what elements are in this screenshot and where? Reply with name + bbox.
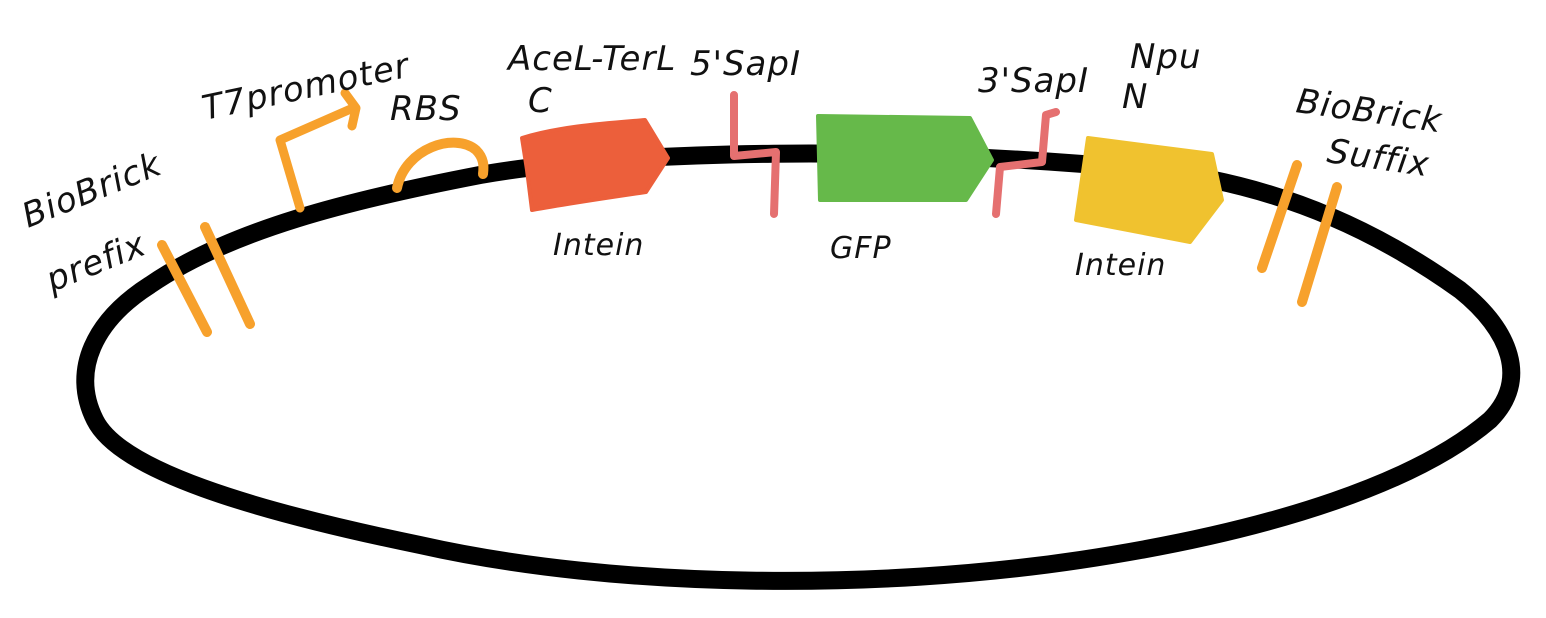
suffix-mark-2 xyxy=(1297,182,1342,307)
npu-label-line1: Npu xyxy=(1130,37,1202,77)
prefix-mark-2 xyxy=(200,222,255,329)
arc-icon xyxy=(392,137,489,193)
plasmid-backbone xyxy=(76,144,1521,590)
prefix-mark-1 xyxy=(157,240,212,337)
acel-terl-label-line1: AceL-TerL xyxy=(506,39,676,79)
t7-promoter-label: T7promoter xyxy=(199,46,415,129)
biobrick-prefix-label: BioBrick prefix xyxy=(16,144,167,301)
gfp-block xyxy=(816,114,994,202)
suffix-mark-1 xyxy=(1257,160,1302,273)
bent-arrow-icon xyxy=(275,88,361,213)
biobrick-suffix-label-line2: Suffix xyxy=(1325,131,1432,185)
intein-c-label: Intein xyxy=(553,228,644,263)
intein-c-block xyxy=(520,118,670,212)
biobrick-prefix-label-line1: BioBrick xyxy=(16,144,167,236)
biobrick-suffix-marks xyxy=(1257,160,1342,307)
gfp-label: GFP xyxy=(830,231,892,266)
acel-terl-label-line2: C xyxy=(528,81,553,121)
sapi-3-label: 3'SapI xyxy=(978,61,1089,101)
sapi-5-label: 5'SapI xyxy=(690,44,801,84)
rbs-label: RBS xyxy=(390,89,462,129)
intein-n-label: Intein xyxy=(1075,248,1166,283)
sapi-5-site xyxy=(730,91,780,218)
biobrick-prefix-marks xyxy=(157,222,255,337)
biobrick-suffix-label: BioBrick Suffix xyxy=(1294,81,1445,185)
intein-n-block xyxy=(1074,136,1224,244)
npu-label-line2: N xyxy=(1122,77,1148,117)
biobrick-suffix-label-line1: BioBrick xyxy=(1294,81,1445,141)
sapi-3-site xyxy=(992,108,1060,218)
